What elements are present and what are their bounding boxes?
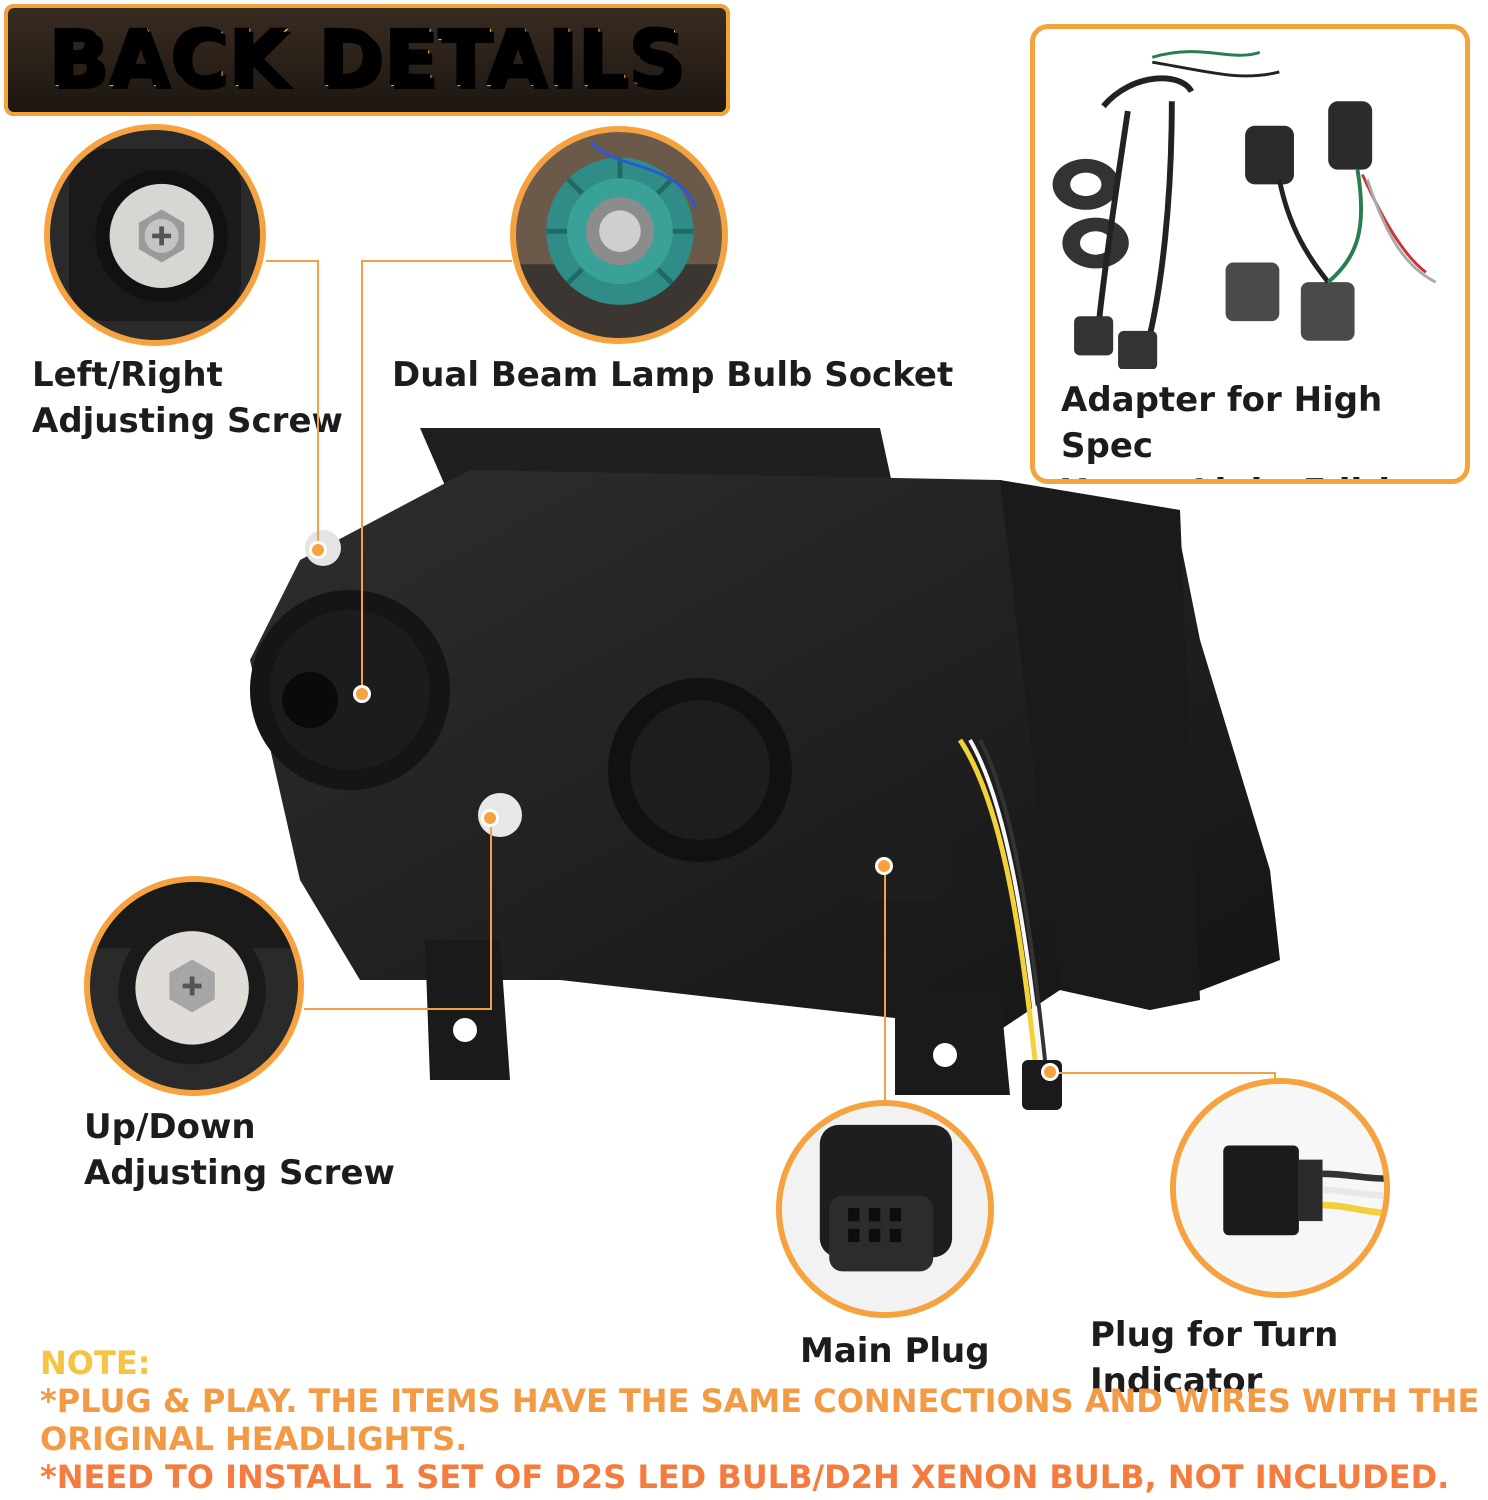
turn-plug-image (1176, 1084, 1384, 1292)
adapter-harness-image (1035, 32, 1465, 369)
note-line-1: *PLUG & PLAY. THE ITEMS HAVE THE SAME CO… (40, 1382, 1480, 1458)
note-heading: NOTE: (40, 1344, 151, 1382)
ud-screw-marker (484, 812, 496, 824)
turn-plug-photo (1170, 1078, 1390, 1298)
ud-screw-connector-v (490, 818, 492, 1010)
bulb-socket-photo (510, 126, 728, 344)
main-plug-marker (878, 860, 890, 872)
lr-screw-photo (44, 124, 266, 346)
turn-plug-connector-h (1050, 1072, 1276, 1074)
adapter-label-line2: Xenon Light Edition (1061, 469, 1465, 479)
lr-screw-label-line2: Adjusting Screw (32, 401, 343, 441)
bulb-socket-image (516, 132, 722, 338)
turn-plug-marker (1044, 1066, 1056, 1078)
note-line-2: *NEED TO INSTALL 1 SET OF D2S LED BULB/D… (40, 1458, 1450, 1496)
lr-screw-label: Left/Right Adjusting Screw (32, 352, 343, 444)
socket-marker (356, 688, 368, 700)
ud-screw-connector-h (304, 1008, 492, 1010)
main-plug-label: Main Plug (800, 1331, 990, 1371)
turn-plug-connector-v (1274, 1072, 1276, 1080)
socket-connector-v (361, 260, 363, 690)
adapter-label-line1: Adapter for High Spec (1061, 380, 1383, 466)
lr-screw-connector-v (317, 260, 319, 548)
ud-screw-photo (84, 876, 304, 1096)
adapter-label: Adapter for High Spec Xenon Light Editio… (1061, 377, 1465, 479)
main-plug-connector-v (884, 866, 886, 1100)
main-plug-photo (776, 1100, 994, 1318)
page-title: BACK DETAILS (4, 4, 730, 116)
turn-plug-label: Plug for Turn Indicator (1090, 1315, 1339, 1401)
socket-connector-h (362, 260, 512, 262)
ud-screw-image (90, 882, 298, 1090)
lr-screw-image (50, 130, 260, 340)
bulb-socket-label: Dual Beam Lamp Bulb Socket (392, 355, 954, 395)
lr-screw-connector-h (266, 260, 318, 262)
lr-screw-label-line1: Left/Right (32, 355, 223, 395)
ud-screw-label: Up/Down Adjusting Screw (84, 1104, 395, 1196)
ud-screw-label-line1: Up/Down (84, 1107, 256, 1147)
ud-screw-label-line2: Adjusting Screw (84, 1153, 395, 1193)
title-banner: BACK DETAILS (4, 4, 730, 116)
adapter-panel: Adapter for High Spec Xenon Light Editio… (1030, 24, 1470, 484)
lr-screw-marker (312, 544, 324, 556)
main-plug-image (782, 1106, 988, 1312)
